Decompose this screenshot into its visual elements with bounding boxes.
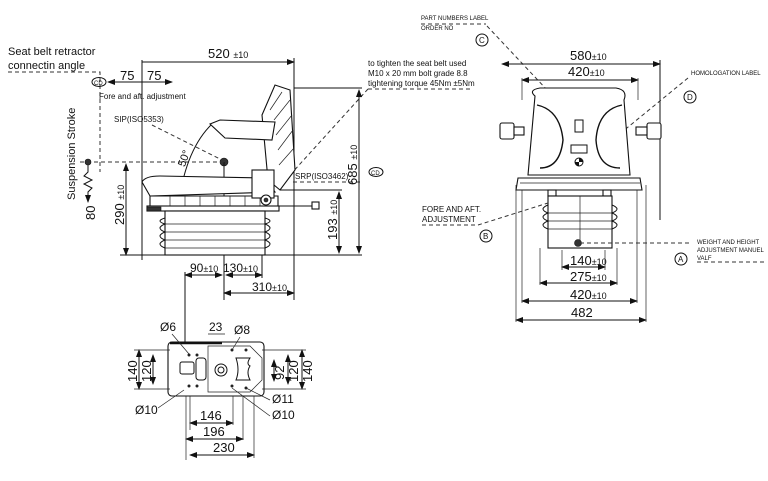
tighten-note-line3: tightening torque 45Nm ±5Nm [368, 79, 475, 88]
dim-h120-left: 120 [139, 360, 154, 382]
bolt-holes [187, 348, 248, 390]
dim-h140-left: 140 [125, 360, 140, 382]
dim-height: 685 ±10 [345, 145, 360, 185]
svg-text:B: B [483, 232, 488, 241]
homologation-note: HOMOLOGATION LABEL [691, 71, 761, 77]
dim-fore-left: 75 [120, 68, 134, 83]
d6-leader [171, 333, 190, 355]
side-view: Seat belt retractor connectin angle CD 7… [8, 46, 475, 345]
weight-note-line2: ADJUSTMENT MANUEL [697, 248, 765, 254]
fore-aft-note-line1: FORE AND AFT. [422, 205, 481, 214]
seat-front-drawing [499, 87, 662, 249]
base-plate-tab [195, 357, 207, 381]
dim-w140: 140±10 [570, 253, 607, 268]
base-plate-cutout [235, 357, 251, 381]
dim-d11: Ø11 [272, 392, 294, 406]
dim-d10-right: Ø10 [272, 408, 295, 422]
dim-w482: 482 [571, 305, 593, 320]
base-plate-rail [207, 345, 263, 393]
dim-d6: Ø6 [160, 320, 176, 334]
dim-w230: 230 [213, 440, 235, 455]
svg-text:CD: CD [94, 81, 103, 87]
callout-d: D [683, 90, 697, 104]
d8-leader [231, 336, 241, 351]
cd-symbol-left: CD [91, 77, 107, 87]
belt-retractor-leader [8, 71, 101, 172]
belt-retractor-note-line1: Seat belt retractor [8, 46, 96, 58]
tighten-note-leader [289, 88, 369, 176]
svg-text:C: C [479, 36, 485, 45]
callout-a: A [674, 252, 688, 266]
dim-srp-height: 193 ±10 [325, 200, 340, 240]
callout-c: C [475, 33, 489, 47]
sip-leader [151, 124, 223, 161]
dim-d8: Ø8 [234, 323, 250, 337]
callout-b: B [479, 229, 493, 243]
dim-back-width: 420±10 [568, 64, 605, 79]
fore-aft-leader [422, 202, 549, 226]
front-view: PART NUMBERS LABEL ORDER NO C 580±10 420… [421, 16, 766, 323]
dim-stroke: 80 [83, 206, 98, 220]
tighten-note-line1: to tighten the seat belt used [368, 59, 466, 68]
dim-h140-right: 140 [300, 360, 315, 382]
center-hole-inner [217, 366, 225, 374]
base-plate-view: Ø6 23 Ø8 140 120 92 120 140 Ø10 Ø11 Ø10 [125, 320, 315, 460]
d11-leader [245, 387, 271, 401]
part-numbers-note-line1: PART NUMBERS LABEL [421, 16, 489, 22]
base-plate-outline [167, 341, 265, 397]
angle-label: 50° [176, 149, 193, 169]
dim-front-offset: 90±10 [190, 261, 218, 275]
weight-note-line3: VALF [697, 256, 712, 262]
suspension-stroke-label: Suspension Stroke [66, 108, 78, 200]
tighten-note-line2: M10 x 20 mm bolt grade 8.8 [368, 69, 468, 78]
belt-retractor-note-line2: connectin angle [8, 60, 85, 72]
svg-text:A: A [678, 255, 684, 264]
center-hole [214, 363, 228, 377]
suspension-spring-icon [82, 165, 94, 203]
dim-seat-height: 290 ±10 [112, 185, 127, 225]
dim-w420: 420±10 [570, 287, 607, 302]
weight-note-line1: WEIGHT AND HEIGHT [697, 240, 760, 246]
dim-w23: 23 [209, 320, 223, 334]
dim-w146: 146 [200, 408, 222, 423]
dim-d10-left: Ø10 [135, 403, 158, 417]
svg-text:CD: CD [371, 171, 380, 177]
dim-overall-width: 580±10 [570, 48, 607, 63]
dim-depth: 520 ±10 [208, 46, 248, 61]
dim-h120-right: 120 [286, 360, 301, 382]
svg-text:D: D [687, 93, 693, 102]
d10-right-leader [231, 387, 271, 417]
cd-symbol-right: CD [368, 167, 384, 177]
fore-aft-note: Fore and aft. adjustment [99, 92, 186, 101]
seat-side-drawing [141, 84, 320, 256]
part-numbers-note-line2: ORDER NO [421, 26, 454, 32]
stroke-point [84, 158, 92, 166]
dim-fore-right: 75 [147, 68, 161, 83]
d10-left-leader [157, 389, 185, 409]
dim-base-depth: 310±10 [252, 280, 287, 294]
dim-rear-offset: 130±10 [223, 261, 258, 275]
dim-w196: 196 [203, 424, 225, 439]
dim-w275: 275±10 [570, 269, 607, 284]
srp-label: SRP(ISO3462) [295, 172, 349, 181]
fore-aft-note-line2: ADJUSTMENT [422, 215, 476, 224]
base-plate-slot [179, 361, 195, 375]
dim-h92: 92 [272, 366, 287, 380]
sip-label: SIP(ISO5353) [114, 115, 164, 124]
